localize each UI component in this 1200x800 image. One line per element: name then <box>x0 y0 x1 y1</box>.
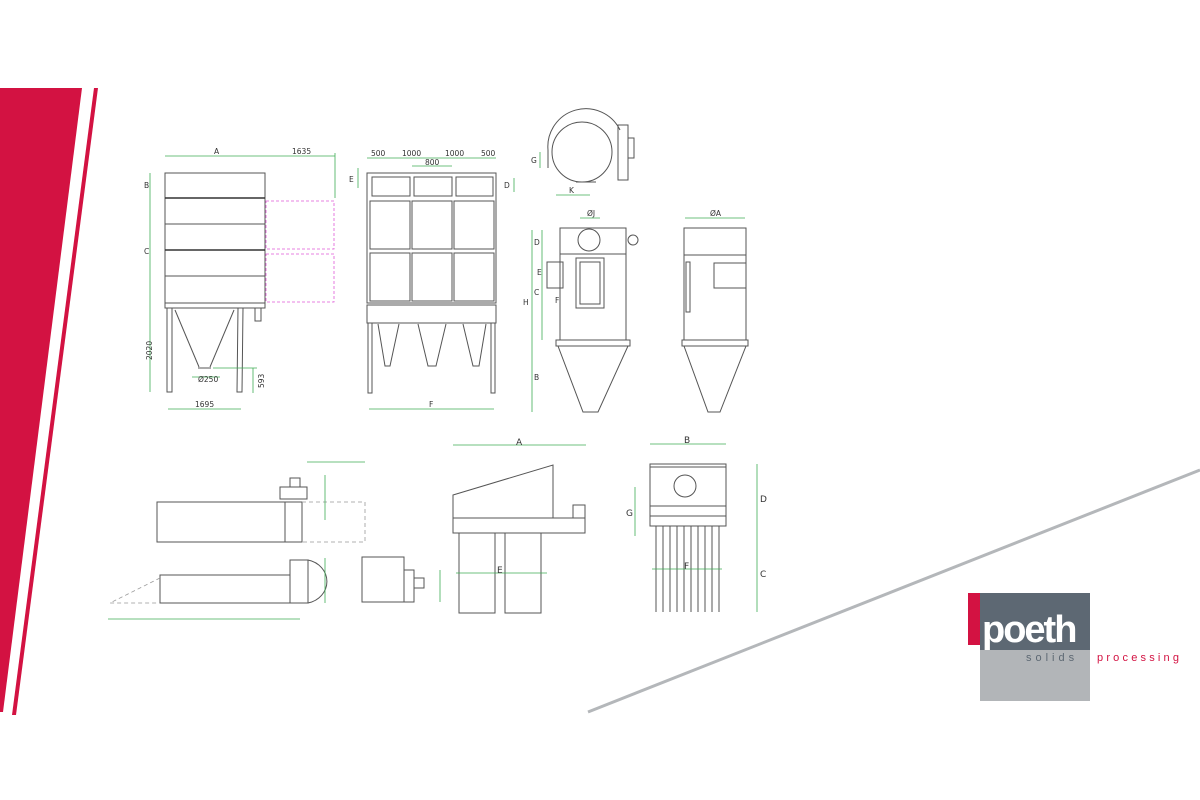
dim-d: D <box>504 181 510 190</box>
dim-d250: Ø250 <box>198 375 218 384</box>
red-band <box>0 88 82 712</box>
dim-g: G <box>531 156 537 165</box>
dim-h: H <box>523 298 529 307</box>
logo-red-bar <box>968 593 980 645</box>
logo-light-block <box>980 650 1090 701</box>
dim-1695: 1695 <box>195 400 214 409</box>
dim-f: F <box>429 400 433 409</box>
logo-wordmark: poeth <box>982 609 1077 651</box>
dim-a: A <box>516 438 523 448</box>
dim-593: 593 <box>257 373 266 388</box>
dim-c: C <box>534 288 539 297</box>
dim-j: ØJ <box>587 209 595 218</box>
cyclone-top-drawing: G K <box>531 108 635 196</box>
dim-a: ØA <box>710 209 722 218</box>
dim-g: G <box>626 509 633 519</box>
dim-b: B <box>534 373 539 382</box>
cyclone-front-drawing: ØJ D E C F H B <box>523 209 639 413</box>
dim-c: C <box>760 570 766 580</box>
dim-1000-left: 1000 <box>402 149 421 158</box>
cartridge-filter-drawing <box>108 461 441 620</box>
dim-d: D <box>760 495 767 505</box>
dim-b: B <box>684 436 690 446</box>
dim-e: E <box>497 566 503 576</box>
dim-e: E <box>537 268 542 277</box>
logo-dark-block <box>980 593 1090 650</box>
bin-filter-side-drawing: A E <box>452 438 586 614</box>
dim-2020: 2020 <box>145 341 154 360</box>
dim-1635: 1635 <box>292 147 311 156</box>
dim-800: 800 <box>425 158 440 167</box>
dim-1000-right: 1000 <box>445 149 464 158</box>
bin-filter-front-drawing: B D G C F <box>626 436 767 612</box>
side-view-drawing: A 1635 B C 2020 Ø250 593 1695 <box>144 147 336 410</box>
dim-f: F <box>684 562 689 572</box>
poeth-logo: poeth solids processing <box>968 593 1198 703</box>
dim-c: C <box>144 247 149 256</box>
logo-tagline-solids: solids <box>1026 652 1079 664</box>
logo-tagline-processing: processing <box>1097 652 1183 664</box>
front-view-drawing: 500 1000 800 1000 500 E D F <box>349 149 515 410</box>
dim-a: A <box>214 147 220 156</box>
cyclone-side-drawing: ØA <box>681 209 749 413</box>
dim-500-right: 500 <box>481 149 496 158</box>
dim-f: F <box>555 296 559 305</box>
dim-k: K <box>569 186 575 195</box>
dim-500-left: 500 <box>371 149 386 158</box>
dim-e: E <box>349 175 354 184</box>
red-stripe <box>12 88 98 715</box>
dim-b: B <box>144 181 149 190</box>
dim-d: D <box>534 238 540 247</box>
gray-diagonal-line <box>587 468 1200 714</box>
